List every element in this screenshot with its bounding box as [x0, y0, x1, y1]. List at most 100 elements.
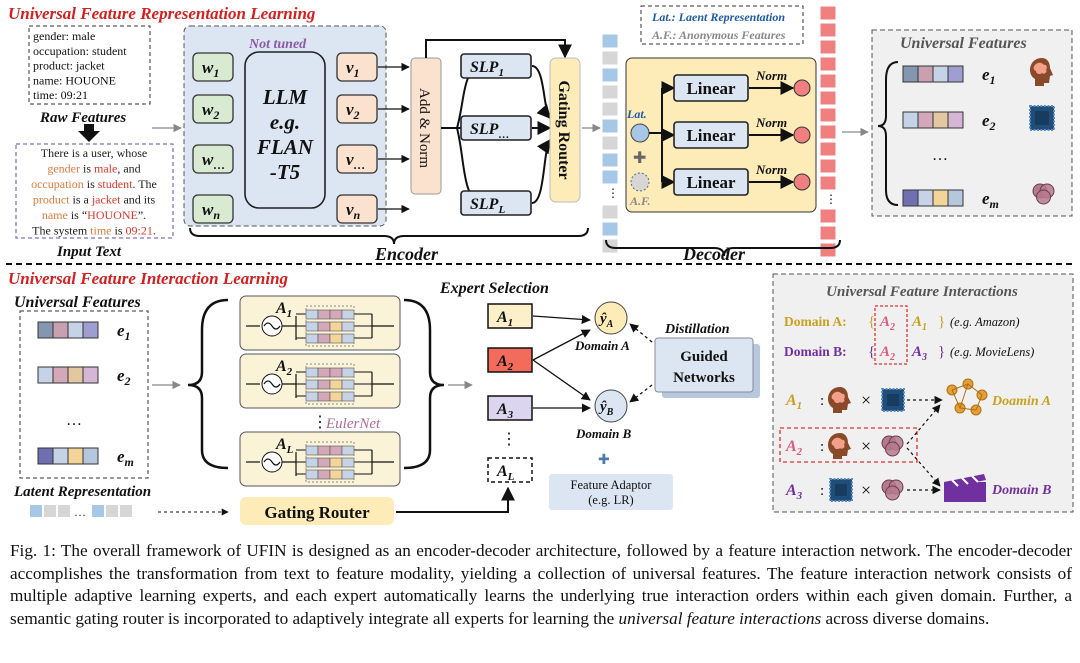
- euler-cell: [329, 445, 343, 456]
- encoder-gating-router-label: Gating Router: [555, 80, 572, 179]
- guided-networks-line1: Guided: [680, 349, 728, 365]
- llm-output-label: vn: [346, 200, 361, 222]
- token-embedding-box: [192, 52, 234, 82]
- strip-cell: [601, 50, 619, 66]
- llm-text-line: FLAN: [256, 135, 314, 159]
- euler-cell: [341, 379, 355, 390]
- euler-cell: [341, 391, 355, 402]
- euler-cell: [305, 333, 319, 344]
- feature-cell: [52, 447, 69, 465]
- input-text-line: product is a jacket and its: [33, 193, 156, 207]
- euler-cell: [341, 321, 355, 332]
- euler-cell: [305, 469, 319, 480]
- raw-feature-line: time: 09:21: [33, 88, 88, 102]
- slp-box: [460, 115, 532, 141]
- euler-cell: [317, 445, 331, 456]
- bottom-gating-router[interactable]: [240, 497, 394, 525]
- euler-cell: [305, 379, 319, 390]
- strip-dots: ⋮: [607, 186, 619, 200]
- bottom-universal-features-title: Universal Features: [14, 294, 141, 311]
- strip-cell: [601, 84, 619, 100]
- interactions-title: Universal Feature Interactions: [826, 284, 1018, 300]
- universal-feature-label: e1: [982, 65, 996, 87]
- brace-open: {: [868, 314, 875, 330]
- expert-vertical-dots: ⋮: [501, 431, 517, 448]
- eulernet-expert-label: A2: [275, 358, 293, 378]
- universal-features-title: Universal Features: [900, 35, 1027, 52]
- strip-cell: [601, 101, 619, 117]
- universal-feature-label: em: [982, 189, 999, 211]
- norm-node: [793, 79, 811, 97]
- linear-box: [673, 168, 749, 196]
- euler-cell: [305, 391, 319, 402]
- af-node: [630, 172, 650, 192]
- euler-cell: [317, 333, 331, 344]
- euler-cell: [305, 367, 319, 378]
- decoder-label: Decoder: [682, 244, 746, 264]
- interaction-row-label: A1: [785, 392, 802, 412]
- slp-box: [460, 190, 532, 216]
- domain-b-row-label: Domain B:: [784, 344, 847, 359]
- feature-cell: [52, 321, 69, 339]
- top-section-title: Universal Feature Representation Learnin…: [8, 4, 316, 23]
- strip-cell: [601, 152, 619, 168]
- linear-label: Linear: [686, 79, 736, 98]
- strip-cell: [819, 39, 837, 55]
- bottom-gating-router-label: Gating Router: [264, 503, 370, 522]
- slp-label: SLP1: [470, 59, 504, 79]
- linear-label: Linear: [686, 173, 736, 192]
- interaction-row-label: A2: [785, 438, 803, 458]
- expert-box: [487, 457, 533, 483]
- strip-cell: [819, 175, 837, 191]
- euler-cell: [329, 309, 343, 320]
- euler-cell: [305, 321, 319, 332]
- token-embedding-label: w…: [202, 150, 225, 172]
- token-embedding-box: [192, 144, 234, 174]
- norm-label: Norm: [755, 162, 787, 177]
- strip-cell: [601, 204, 619, 220]
- encoder-label: Encoder: [374, 244, 439, 264]
- slp-box: [460, 53, 532, 79]
- output-b-node: [594, 389, 628, 423]
- colon: :: [820, 439, 824, 455]
- figure-caption: Fig. 1: The overall framework of UFIN is…: [10, 540, 1072, 630]
- euler-cell: [341, 469, 355, 480]
- strip-cell: [601, 118, 619, 134]
- llm-output-box: [336, 194, 378, 224]
- output-a-label: ŷA: [598, 311, 614, 330]
- latent-representation-label: Latent Representation: [13, 484, 151, 500]
- strip-cell: [819, 124, 837, 140]
- domain-b-expert: A2: [879, 344, 895, 363]
- venn-icon: [1032, 183, 1055, 205]
- strip-cell: [819, 107, 837, 123]
- bottom-universal-feature-label: em: [117, 447, 134, 469]
- down-arrow-icon: [78, 124, 100, 142]
- expert-selection-title: Expert Selection: [439, 280, 549, 297]
- strip-cell: [819, 242, 837, 258]
- latent-representation-strip: ⋮: [601, 33, 619, 254]
- expert-label: AL: [496, 463, 515, 483]
- euler-cell: [329, 391, 343, 402]
- token-embedding-box: [192, 94, 234, 124]
- stamp-icon: [1029, 105, 1055, 131]
- expert-box: [487, 395, 533, 421]
- distillation-label: Distillation: [664, 322, 730, 337]
- colon: :: [820, 483, 824, 499]
- expert-label: A3: [496, 401, 514, 421]
- norm-node: [793, 126, 811, 144]
- token-embedding-label: w2: [202, 100, 219, 122]
- latent-strip: …: [30, 505, 132, 519]
- euler-cell: [317, 457, 331, 468]
- bottom-section-title: Universal Feature Interaction Learning: [8, 269, 289, 288]
- raw-feature-line: occupation: student: [33, 44, 127, 58]
- strip-dots: ⋮: [825, 192, 837, 206]
- plus-icon: ✚: [633, 150, 646, 167]
- expert-label: A1: [496, 309, 513, 329]
- bottom-universal-feature-label: e2: [117, 366, 131, 388]
- domain-b-label: Domain B: [575, 426, 632, 441]
